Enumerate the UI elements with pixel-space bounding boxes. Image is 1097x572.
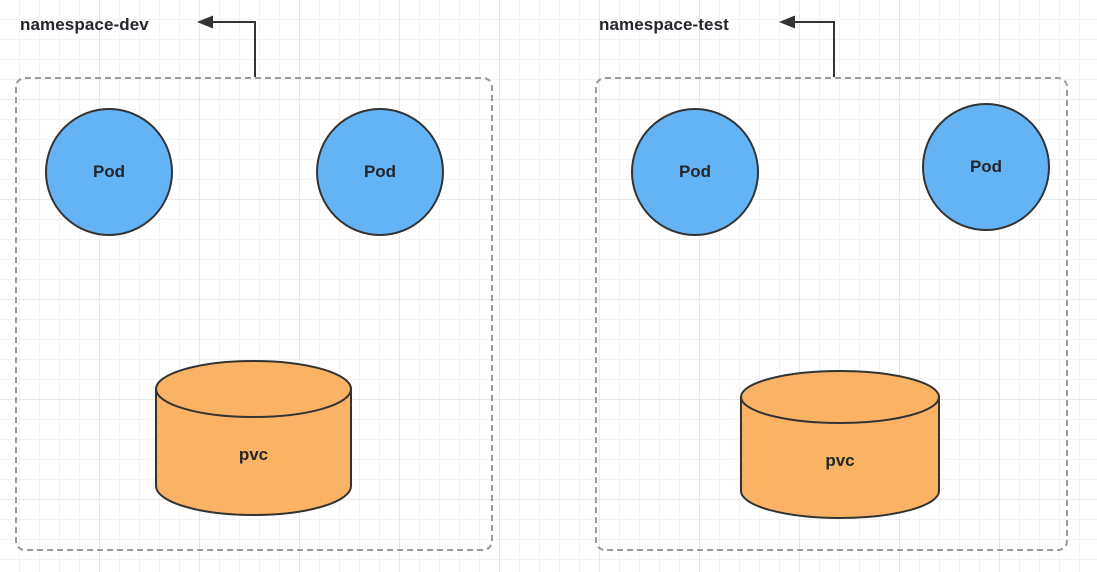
pod-label: Pod (363, 162, 397, 181)
namespace-box-dev[interactable] (15, 77, 493, 551)
pvc-cylinder[interactable]: pvc (740, 370, 940, 519)
cylinder-shape (740, 370, 940, 519)
namespace-pointer-arrow-test (779, 15, 835, 77)
pod-label: Pod (92, 162, 126, 181)
namespace-pointer-arrow-dev (197, 15, 256, 77)
cylinder-body (740, 396, 940, 519)
pod-circle[interactable]: Pod (316, 108, 444, 236)
pod-label: Pod (678, 162, 712, 181)
cylinder-body (155, 388, 352, 516)
arrow-head (197, 15, 213, 29)
namespace-label-dev: namespace-dev (20, 15, 149, 34)
namespace-box-test[interactable] (595, 77, 1068, 551)
pod-circle[interactable]: Pod (45, 108, 173, 236)
cylinder-top (740, 370, 940, 424)
pod-circle[interactable]: Pod (631, 108, 759, 236)
arrow-line (207, 21, 256, 77)
pod-circle[interactable]: Pod (922, 103, 1050, 231)
arrow-head (779, 15, 795, 29)
arrow-line (789, 21, 835, 77)
namespace-label-test: namespace-test (599, 15, 729, 34)
pvc-cylinder[interactable]: pvc (155, 360, 352, 516)
cylinder-top (155, 360, 352, 418)
pod-label: Pod (969, 157, 1003, 176)
cylinder-shape (155, 360, 352, 516)
